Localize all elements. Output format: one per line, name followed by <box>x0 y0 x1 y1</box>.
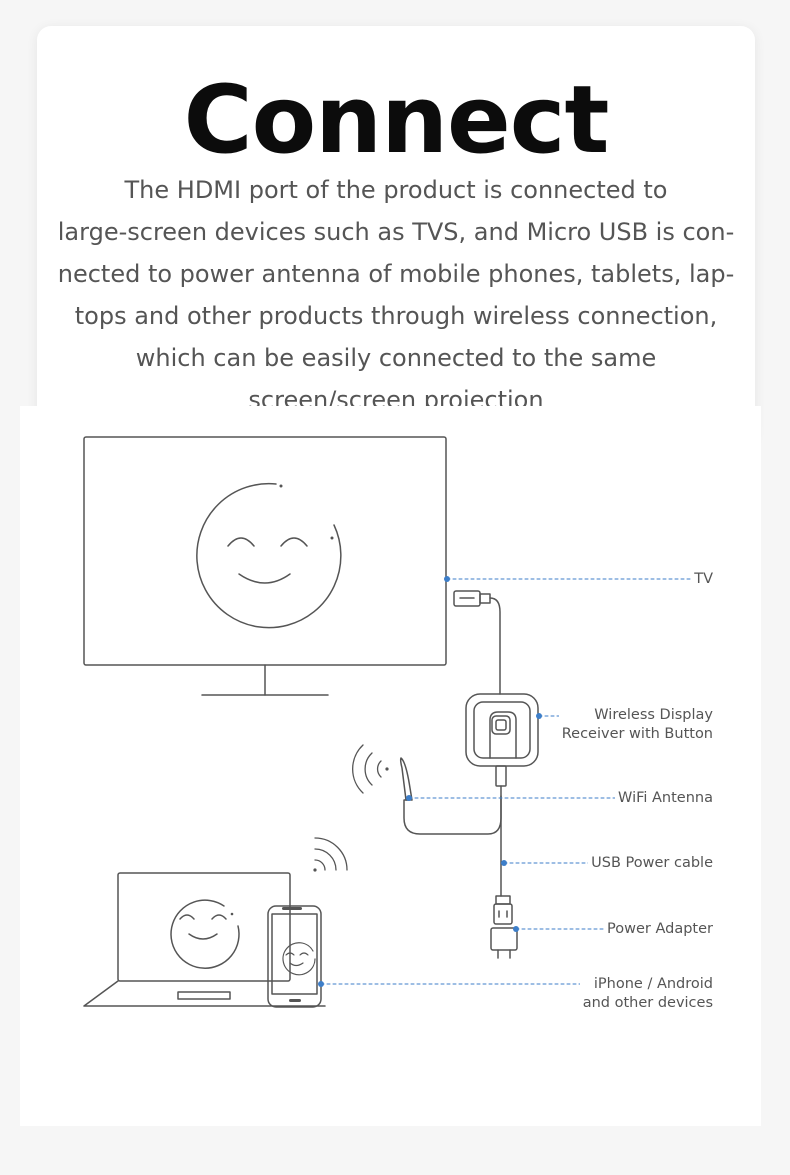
power-adapter-icon <box>490 927 518 959</box>
callout-dots <box>318 576 542 987</box>
tv-smiley-icon <box>196 482 342 629</box>
hdmi-plug-icon <box>453 590 501 695</box>
antenna-icon <box>399 757 502 835</box>
page-title: Connect <box>183 66 610 175</box>
usb-plug-icon <box>493 895 513 925</box>
label-usb-cable: USB Power cable <box>588 854 713 873</box>
label-antenna: WiFi Antenna <box>615 789 713 808</box>
intro-card: Connect The HDMI port of the product is … <box>37 26 755 446</box>
phone-wifi-waves-icon <box>313 837 348 872</box>
phone-icon <box>267 905 322 1008</box>
laptop-icon <box>83 872 326 1007</box>
wifi-waves-icon <box>352 744 389 794</box>
connection-diagram: TV Wireless Display Receiver with Button… <box>20 406 761 1126</box>
diagram-illustration <box>83 436 691 1008</box>
label-tv: TV <box>691 570 713 589</box>
intro-description: The HDMI port of the product is connecte… <box>57 176 735 414</box>
label-receiver: Wireless Display Receiver with Button <box>558 706 713 744</box>
label-power-adapter: Power Adapter <box>604 920 713 939</box>
tv-icon <box>83 436 447 696</box>
receiver-icon <box>465 693 539 897</box>
label-devices: iPhone / Android and other devices <box>579 975 713 1013</box>
laptop-smiley-icon <box>170 899 240 969</box>
